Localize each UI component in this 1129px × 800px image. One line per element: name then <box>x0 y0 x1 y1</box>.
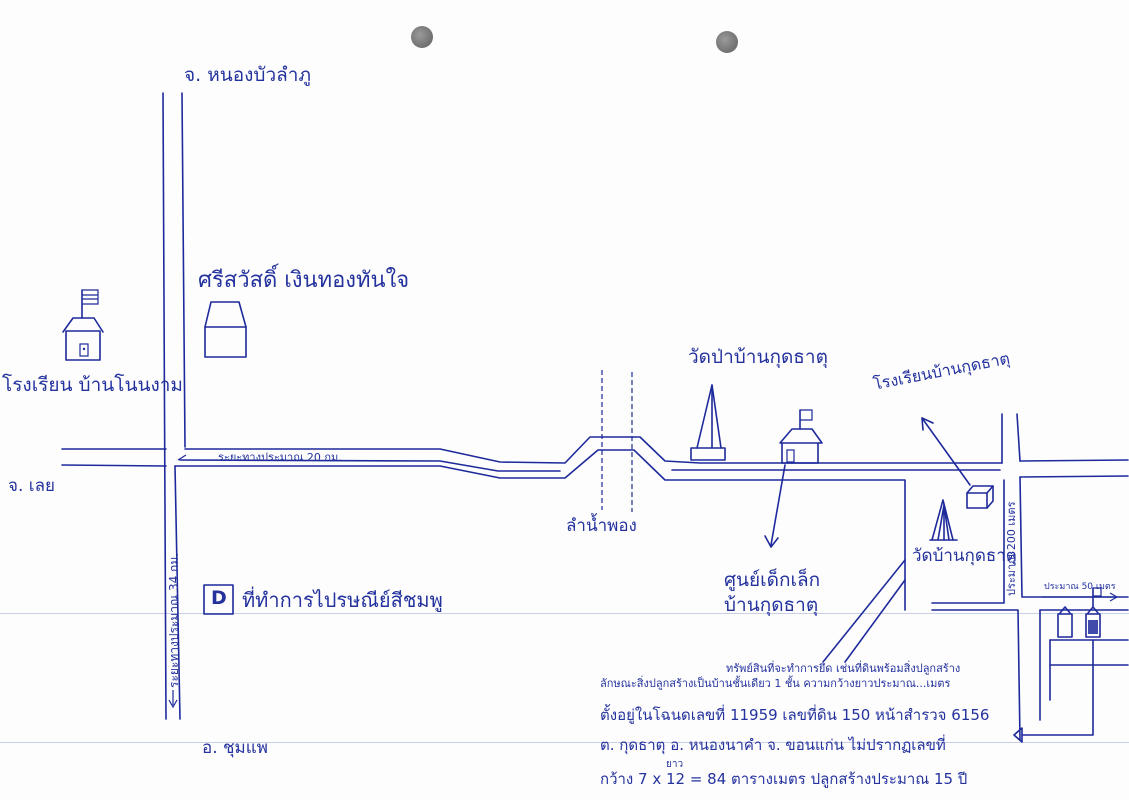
label-road-distance-50: ประมาณ 50 เมตร <box>1044 582 1116 592</box>
childcare-arrow <box>764 464 786 548</box>
distance-arrow-34km <box>168 690 178 709</box>
post-office-icon <box>203 584 234 615</box>
target-property-pointer <box>1013 639 1094 743</box>
note-line-4: กว้าง 7 x 12 = 84 ตารางเมตร ปลูกสร้างประ… <box>600 770 968 788</box>
school-west-icon <box>62 289 104 361</box>
road-east-branch <box>931 413 1129 741</box>
stream-lam-nam-phong <box>601 370 633 512</box>
label-post-office: ที่ทำการไปรษณีย์สีชมพู <box>242 588 443 612</box>
punch-hole-left <box>411 26 433 48</box>
road-west-east <box>61 436 1129 611</box>
label-south-district: อ. ชุมแพ <box>202 738 268 758</box>
label-road-distance-34: ระยะทางประมาณ 34 กม. <box>167 552 181 688</box>
note-line-3: ต. กุดธาตุ อ. หนองนาคำ จ. ขอนแก่น ไม่ปรา… <box>600 736 946 754</box>
label-road-distance-20: ระยะทางประมาณ 20 กม. <box>218 451 342 464</box>
bank-icon <box>204 301 247 358</box>
note-line-1: ลักษณะสิ่งปลูกสร้างเป็นบ้านชั้นเดียว 1 ช… <box>600 677 951 690</box>
label-west-province: จ. เลย <box>8 476 55 496</box>
distance-50m-arrow <box>1042 592 1119 602</box>
paper-fold-line <box>0 613 1129 614</box>
label-wat-pa: วัดป่าบ้านกุดธาตุ <box>688 346 828 368</box>
label-bank: ศรีสวัสดิ์ เงินทองทันใจ <box>198 268 410 293</box>
note-superscript: ยาว <box>666 759 684 770</box>
label-wat: วัดบ้านกุดธาตุ <box>912 546 1017 566</box>
distance-arrow-20km <box>177 454 187 461</box>
label-school-west: โรงเรียน บ้านโนนงาม <box>2 374 183 396</box>
label-stream: ลำน้ำพอง <box>566 516 637 536</box>
school-east-icon <box>966 485 994 509</box>
label-north-province: จ. หนองบัวลำภู <box>184 64 311 86</box>
childcare-house-icon <box>779 409 823 464</box>
note-line-0: ทรัพย์สินที่จะทำการยึด เช่นที่ดินพร้อมสิ… <box>726 662 961 675</box>
target-property-icon <box>1057 587 1102 638</box>
note-line-2: ตั้งอยู่ในโฉนดเลขที่ 11959 เลขที่ดิน 150… <box>600 706 990 724</box>
highway-north-south <box>162 92 186 720</box>
label-childcare: ศูนย์เด็กเล็ก บ้านกุดธาตุ <box>724 569 821 616</box>
lane-to-childcare-2 <box>844 579 906 663</box>
punch-hole-right <box>716 31 738 53</box>
label-road-distance-200: ประมาณ 200 เมตร <box>1005 501 1018 596</box>
school-east-arrow <box>921 417 971 486</box>
wat-pagoda-icon <box>929 499 958 541</box>
post-office-icon-letter: D <box>211 587 227 609</box>
paper-fold-line-lower <box>0 742 1129 743</box>
wat-pa-pagoda-icon <box>690 384 726 461</box>
lane-to-childcare <box>822 559 906 663</box>
